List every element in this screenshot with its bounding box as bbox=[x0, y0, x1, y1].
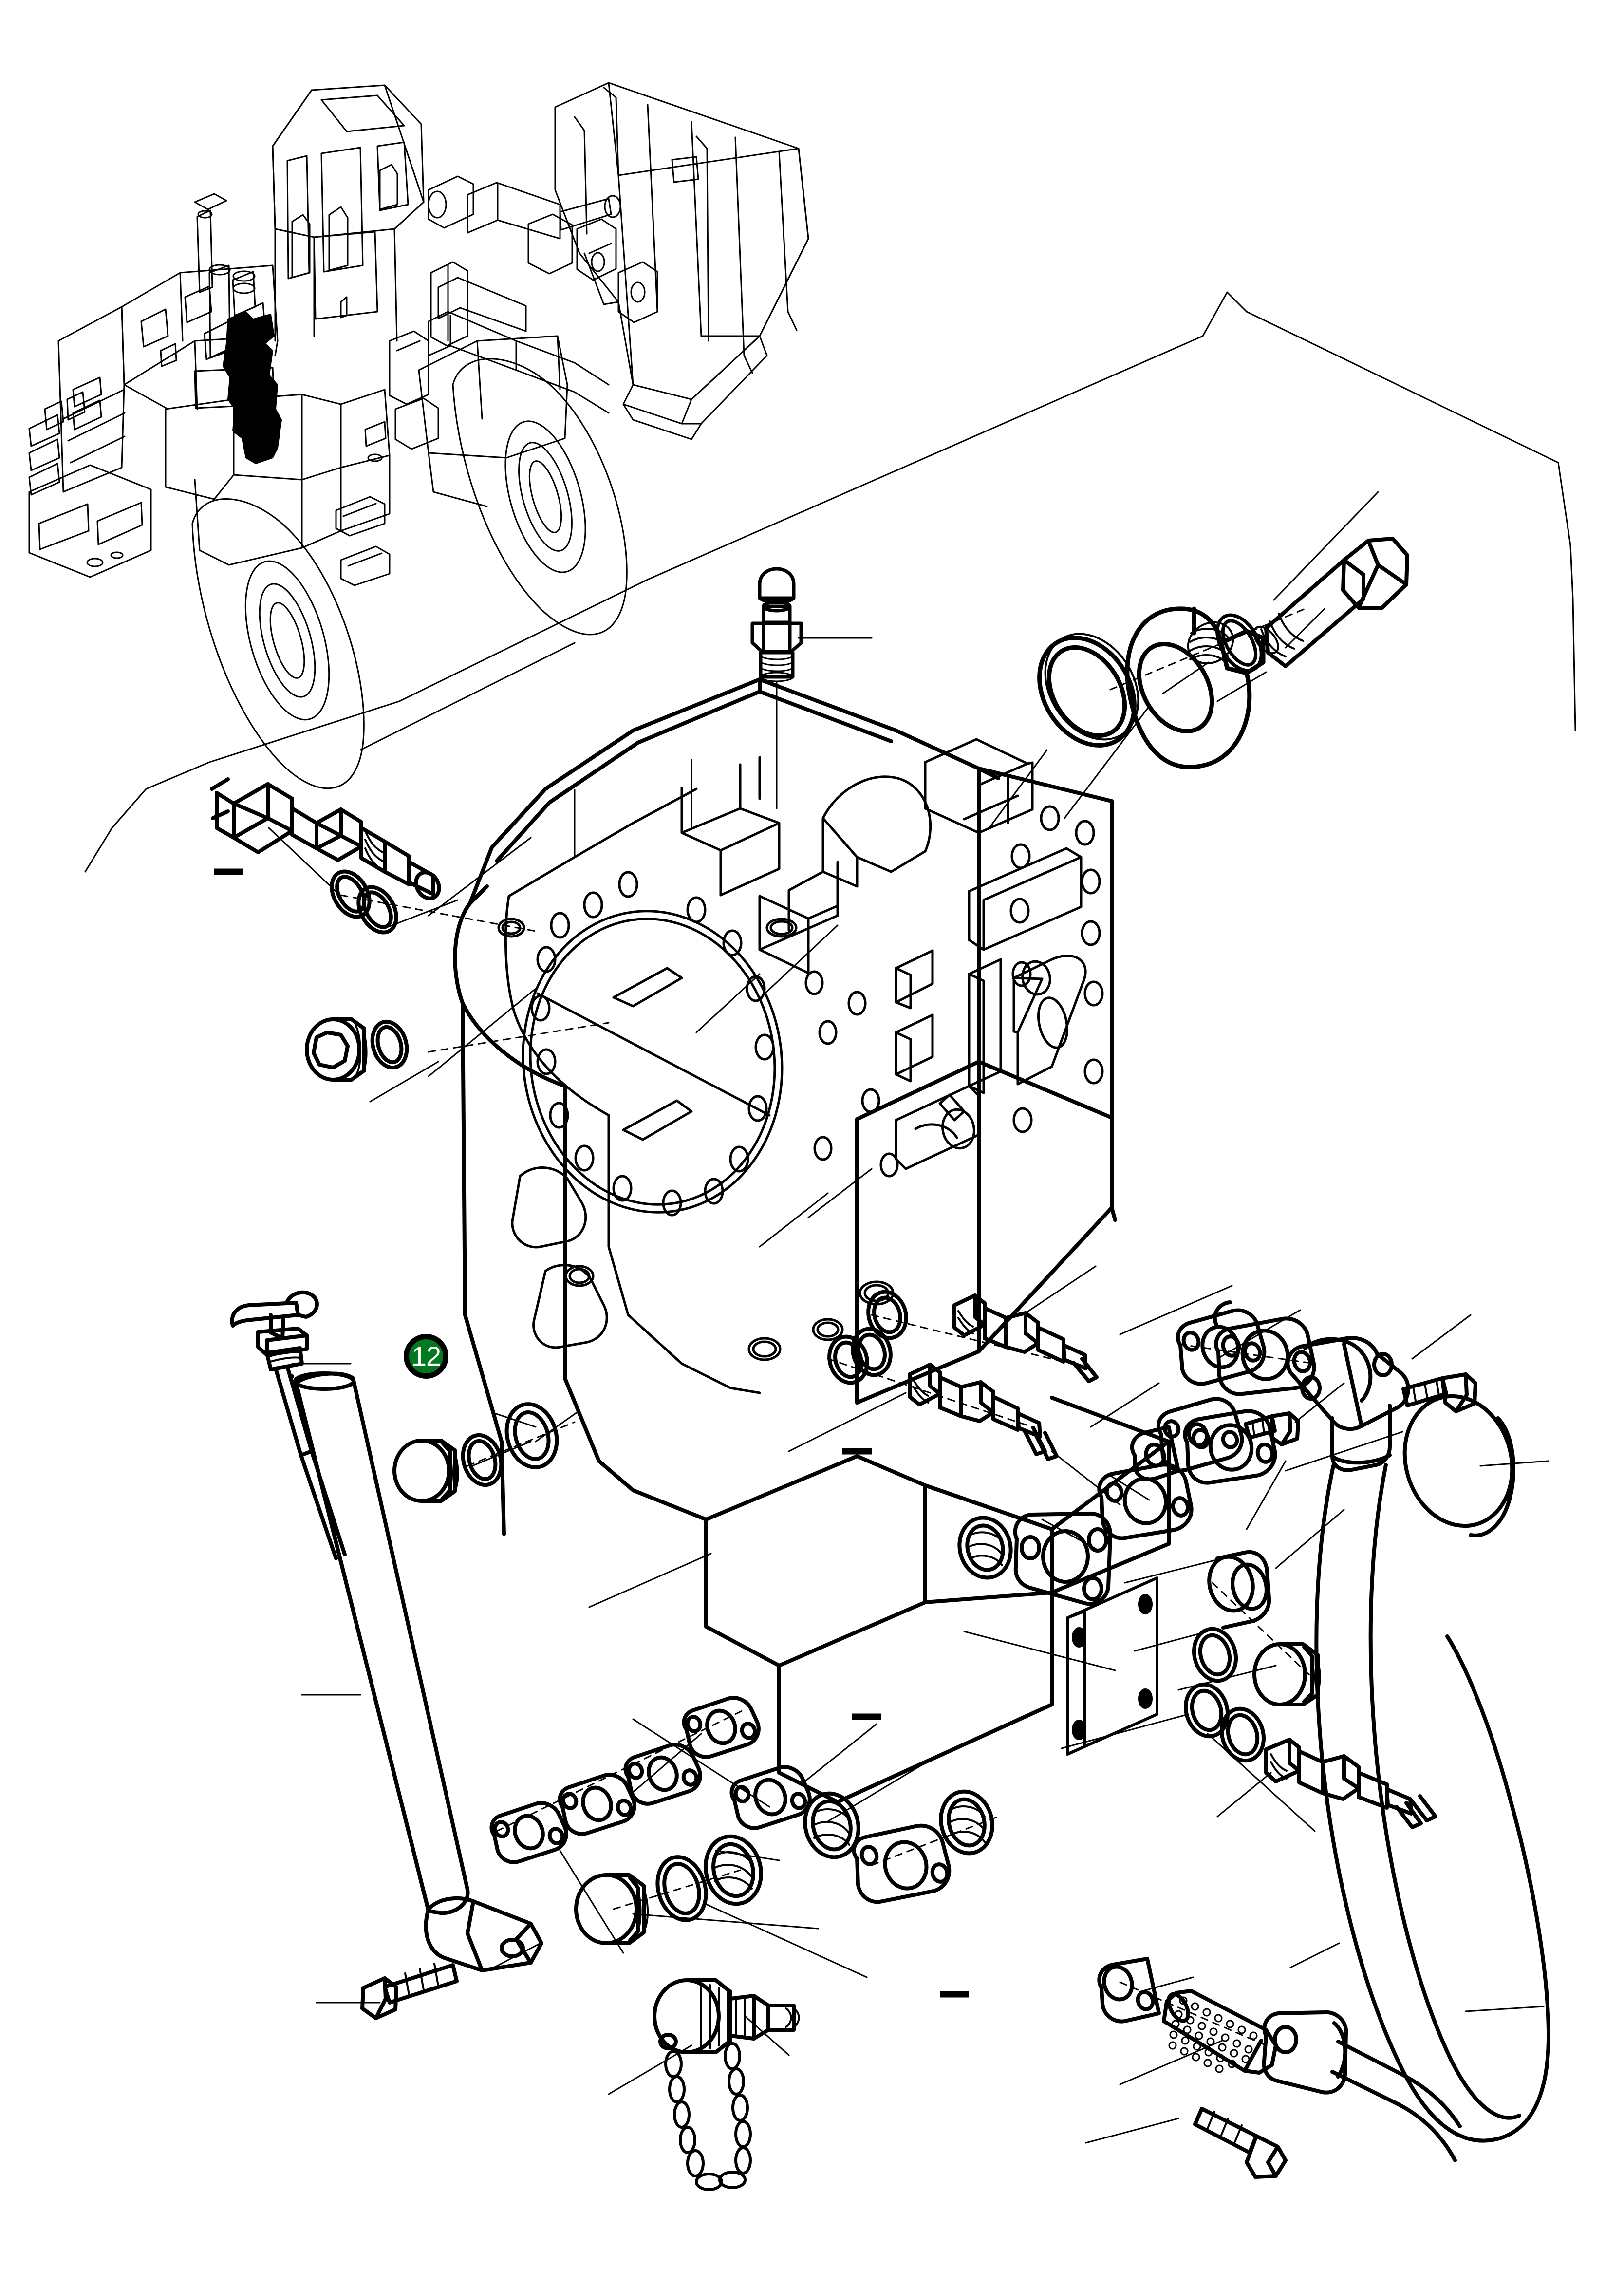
dipstick-collar-threads bbox=[267, 1351, 303, 1363]
alignment-axes bbox=[340, 608, 1316, 2046]
flange-gasket-4 bbox=[682, 1696, 761, 1759]
suction-strainer-mesh bbox=[1168, 1996, 1258, 2073]
hex-bolt-threads bbox=[1253, 613, 1304, 657]
callout-badge-circle: 12 bbox=[404, 1334, 448, 1379]
sensor-o-ring-a bbox=[866, 1290, 908, 1340]
leader-lines bbox=[268, 491, 1549, 2144]
suction-tube bbox=[1314, 1463, 1550, 2143]
right-flange-a bbox=[1214, 1316, 1316, 1396]
dipstick-tube bbox=[290, 1371, 543, 1972]
washer-plug bbox=[370, 1019, 409, 1070]
right-flange-b bbox=[1097, 1462, 1194, 1540]
temperature-switch-threads bbox=[364, 830, 386, 872]
drain-plug-threads bbox=[446, 1446, 459, 1495]
drain-washer-outer bbox=[504, 1402, 559, 1469]
sensor-o-ring-c bbox=[827, 1334, 869, 1385]
dipstick-bolt-threads bbox=[404, 1963, 439, 1996]
filler-cap-chain-links bbox=[664, 2042, 752, 2191]
dipstick-bolt bbox=[360, 1963, 459, 2020]
bushing bbox=[1207, 1550, 1271, 1630]
dipstick bbox=[230, 1290, 347, 1560]
pressure-switch bbox=[1264, 1738, 1437, 1829]
o-ring-small-c bbox=[1219, 1706, 1266, 1763]
flange-bolt-holes bbox=[530, 805, 1104, 1217]
sensor-lower bbox=[908, 1363, 1059, 1461]
plug-right bbox=[1252, 1642, 1320, 1706]
temperature-switch bbox=[210, 777, 441, 900]
cover-plate bbox=[1066, 1576, 1158, 1756]
drain-plug bbox=[392, 1439, 457, 1503]
sensor-upper bbox=[952, 1293, 1099, 1383]
elbow-bolt-a bbox=[1401, 1372, 1477, 1413]
right-flange-upper bbox=[1213, 1300, 1232, 1327]
main-housing bbox=[453, 677, 1171, 1804]
lower-boss-left-threads bbox=[713, 1851, 753, 1890]
filler-cap-chain bbox=[653, 1978, 796, 2054]
leader-dash-markers bbox=[214, 868, 969, 1998]
flange-gasket-1 bbox=[489, 1801, 568, 1864]
callout-badge-12[interactable]: 12 bbox=[404, 1334, 448, 1379]
right-flange-c bbox=[1183, 1409, 1277, 1485]
lower-boss-mid bbox=[803, 1791, 860, 1859]
upper-block-boss-a bbox=[957, 1516, 1013, 1580]
drain-plug-large-threads bbox=[634, 1882, 649, 1936]
washer-banjo bbox=[1215, 613, 1263, 673]
lower-flange-center bbox=[852, 1823, 952, 1904]
flange-gasket-2 bbox=[558, 1773, 636, 1836]
strainer-elbow-flange bbox=[1262, 2010, 1462, 2162]
drain-plug-large bbox=[574, 1873, 646, 1945]
o-ring-small-a bbox=[1192, 1627, 1238, 1683]
main-housing-detail bbox=[497, 738, 1087, 1394]
frame-polygon bbox=[84, 291, 1576, 873]
wheel-loader-thumbnail bbox=[28, 82, 809, 789]
lower-boss-right bbox=[939, 1789, 994, 1856]
washer-switch-b bbox=[356, 885, 398, 935]
lower-boss-left bbox=[704, 1834, 763, 1906]
hex-socket-plug-threads bbox=[355, 1024, 368, 1075]
callout-badge-label: 12 bbox=[411, 1341, 441, 1371]
strainer-bolt bbox=[1193, 2107, 1288, 2179]
elbow-fitting bbox=[1286, 1336, 1410, 1472]
